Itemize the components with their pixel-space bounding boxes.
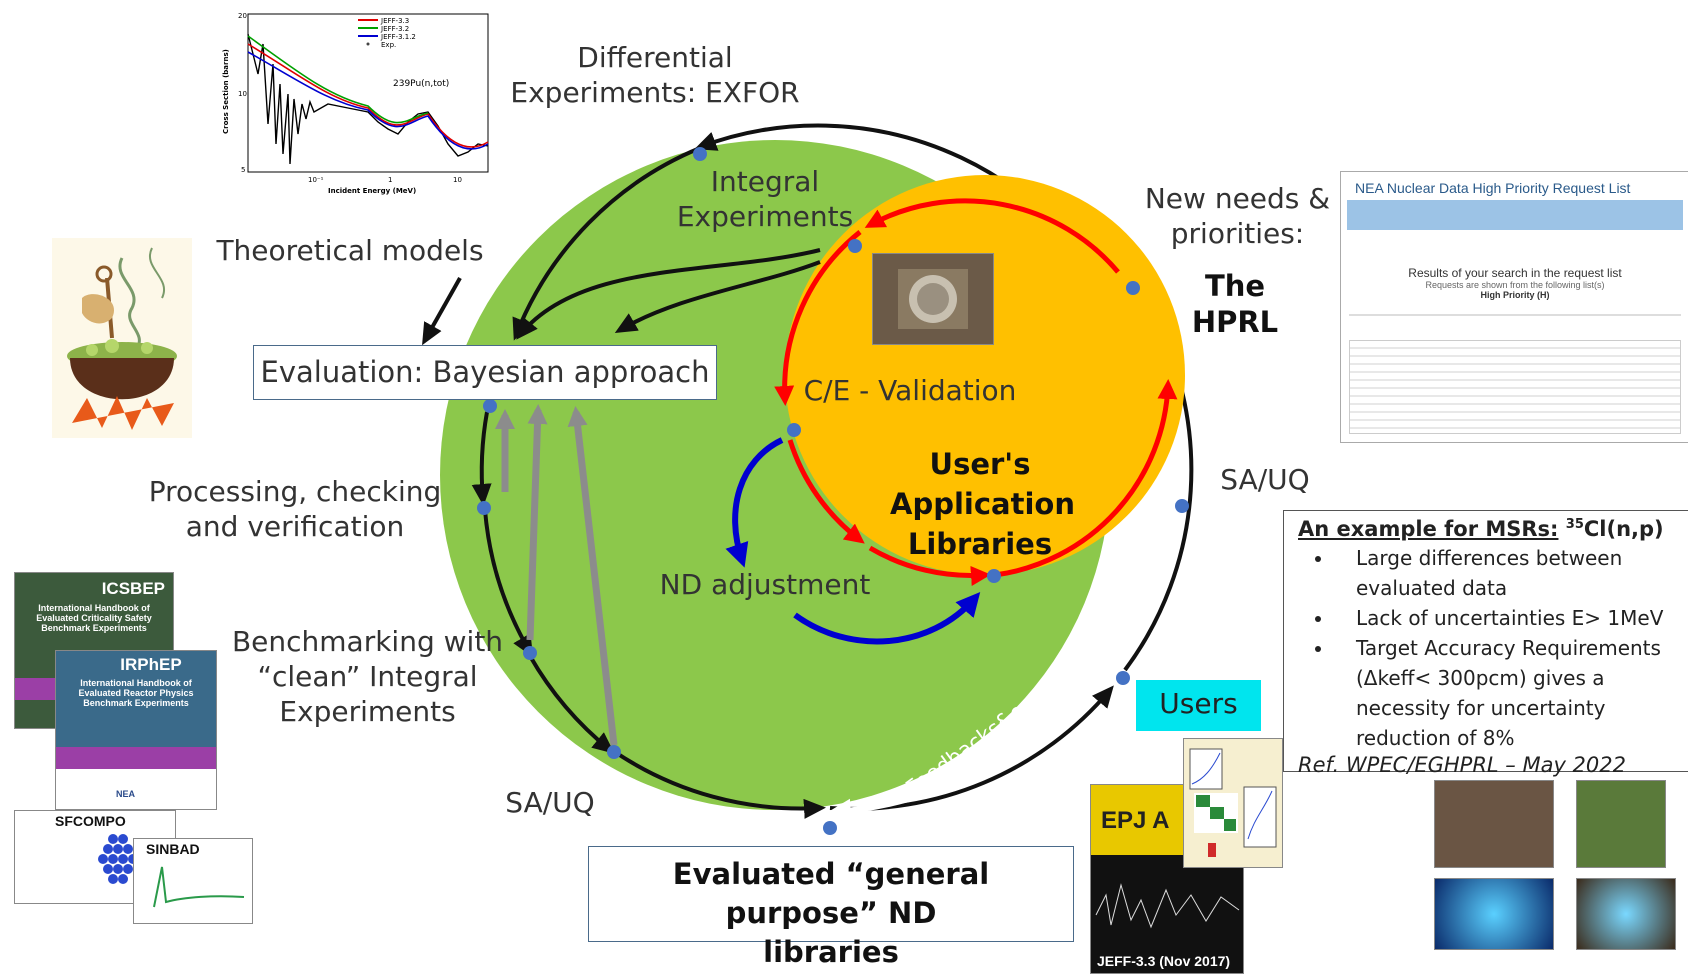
icsbep-subtitle: International Handbook of Evaluated Crit…	[36, 603, 152, 633]
msr-bullet: Target Accuracy Requirements (Δkeff< 300…	[1334, 633, 1688, 753]
msr-example-box: An example for MSRs: 35Cl(n,p) Large dif…	[1283, 510, 1688, 777]
irphep-title: IRPhEP	[120, 655, 182, 674]
sinbad-cover: SINBAD	[133, 838, 253, 924]
arc-left	[471, 411, 492, 506]
arc-bottomleft	[528, 655, 615, 754]
arrow-integral-to-eval2	[614, 260, 821, 334]
msr-title: An example for MSRs: 35Cl(n,p)	[1284, 511, 1688, 541]
node	[607, 745, 621, 759]
node	[848, 239, 862, 253]
hprl-panel-sub: Requests are shown from the following li…	[1425, 280, 1605, 290]
node	[483, 399, 497, 413]
label-differential-experiments: Differential Experiments: EXFOR	[510, 41, 800, 109]
node	[523, 646, 537, 660]
label-processing: Processing, checking and verification	[148, 475, 442, 543]
cauldron-illustration	[52, 238, 192, 438]
blue-arrow-down	[725, 437, 784, 568]
msr-title-rest: Cl(n,p)	[1583, 517, 1664, 541]
reactor-photo-4	[1576, 878, 1676, 950]
arc-topleft	[512, 146, 701, 341]
white-feedback-arrow	[827, 697, 1088, 823]
covariance-plot	[1183, 738, 1283, 868]
red-arc-left	[774, 230, 862, 406]
y-axis-label: Cross Section (barns)	[222, 49, 230, 134]
epja-title: EPJ A	[1101, 807, 1170, 834]
hprl-web-panel: NEA Nuclear Data High Priority Request L…	[1340, 171, 1688, 443]
arc-bottom	[613, 750, 826, 819]
msr-reference: Ref. WPEC/EGHPRL – May 2022	[1298, 753, 1626, 777]
experimental-data	[247, 33, 489, 165]
reactor-photo-2	[1576, 780, 1666, 868]
ytick: 5	[241, 166, 245, 174]
msr-title-sup: 35	[1565, 517, 1584, 532]
jeff33-curve	[247, 43, 489, 148]
red-arc-right	[994, 379, 1178, 578]
sinbad-title: SINBAD	[146, 841, 200, 857]
irphep-subtitle: International Handbook of Evaluated Reac…	[78, 678, 194, 708]
label-benchmarking: Benchmarking with “clean” Integral Exper…	[231, 625, 504, 728]
jeff312-curve	[247, 51, 489, 150]
jeff32-curve	[247, 35, 429, 124]
reactor-core-photo	[872, 253, 994, 345]
cross-section-plot: JEFF-3.3 JEFF-3.2 JEFF-3.1.2 Exp. 239Pu(…	[218, 4, 496, 198]
legend-jeff33: JEFF-3.3	[380, 17, 409, 25]
general-libraries-box: Evaluated “general purpose” ND libraries	[588, 846, 1074, 969]
node	[1126, 281, 1140, 295]
label-theoretical-models: Theoretical models	[216, 234, 484, 267]
label-integral-experiments: Integral Experiments	[676, 165, 854, 233]
ytick: 10	[238, 90, 247, 98]
grey-arrow-2	[526, 404, 548, 641]
node	[477, 501, 491, 515]
xtick: 1	[388, 176, 392, 184]
xtick: 10⁻¹	[308, 176, 324, 184]
label-sauq-left: SA/UQ	[505, 786, 595, 819]
sfcompo-title: SFCOMPO	[55, 813, 126, 829]
blue-arrow-up	[793, 591, 981, 645]
label-nd-adjustment: ND adjustment	[659, 568, 871, 601]
label-new-needs: New needs & priorities:	[1144, 182, 1331, 250]
reactor-photo-1	[1434, 780, 1554, 868]
reactor-photo-3	[1434, 878, 1554, 950]
msr-bullet: Large differences between evaluated data	[1334, 543, 1688, 603]
label-sauq-right: SA/UQ	[1220, 463, 1310, 496]
hprl-panel-title: NEA Nuclear Data High Priority Request L…	[1355, 180, 1631, 196]
msr-title-label: An example for MSRs:	[1298, 517, 1559, 541]
node	[987, 569, 1001, 583]
x-axis-label: Incident Energy (MeV)	[328, 187, 416, 195]
hprl-panel-heading: Results of your search in the request li…	[1408, 266, 1622, 280]
evaluation-box: Evaluation: Bayesian approach	[253, 345, 717, 400]
plot-annotation: 239Pu(n,tot)	[393, 79, 449, 89]
arc-left2	[483, 509, 534, 658]
arrow-theory-to-eval	[422, 277, 462, 346]
red-arc-bottom	[868, 545, 991, 586]
node	[787, 423, 801, 437]
legend-exp: Exp.	[381, 41, 396, 49]
msr-bullet: Lack of uncertainties E> 1MeV	[1334, 603, 1688, 633]
label-general-libraries: Evaluated “general purpose” ND libraries	[672, 857, 990, 970]
node	[823, 821, 837, 835]
label-users: Users	[1159, 687, 1238, 720]
label-evaluation: Evaluation: Bayesian approach	[260, 355, 710, 389]
legend-jeff32: JEFF-3.2	[380, 25, 409, 33]
users-badge: Users	[1136, 680, 1261, 731]
xtick: 10	[453, 176, 462, 184]
grey-arrow-3	[567, 406, 618, 746]
hprl-panel-sub2: High Priority (H)	[1480, 290, 1550, 300]
jeff-version-label: JEFF-3.3 (Nov 2017)	[1097, 953, 1231, 969]
label-hprl: The HPRL	[1191, 269, 1279, 340]
nea-logo-text: NEA	[116, 789, 136, 799]
label-ce-validation: C/E - Validation	[803, 374, 1017, 407]
red-arc-top	[864, 198, 1120, 274]
node	[1116, 671, 1130, 685]
arrow-integral-to-eval1	[516, 248, 821, 340]
ytick: 20	[238, 12, 247, 20]
red-arc-bl	[787, 439, 865, 544]
node	[693, 147, 707, 161]
node	[1175, 499, 1189, 513]
irphep-cover: IRPhEP International Handbook of Evaluat…	[55, 650, 217, 810]
icsbep-title: ICSBEP	[101, 579, 165, 598]
label-user-libraries: User's Application Libraries	[890, 447, 1075, 562]
legend-jeff312: JEFF-3.1.2	[380, 33, 416, 41]
